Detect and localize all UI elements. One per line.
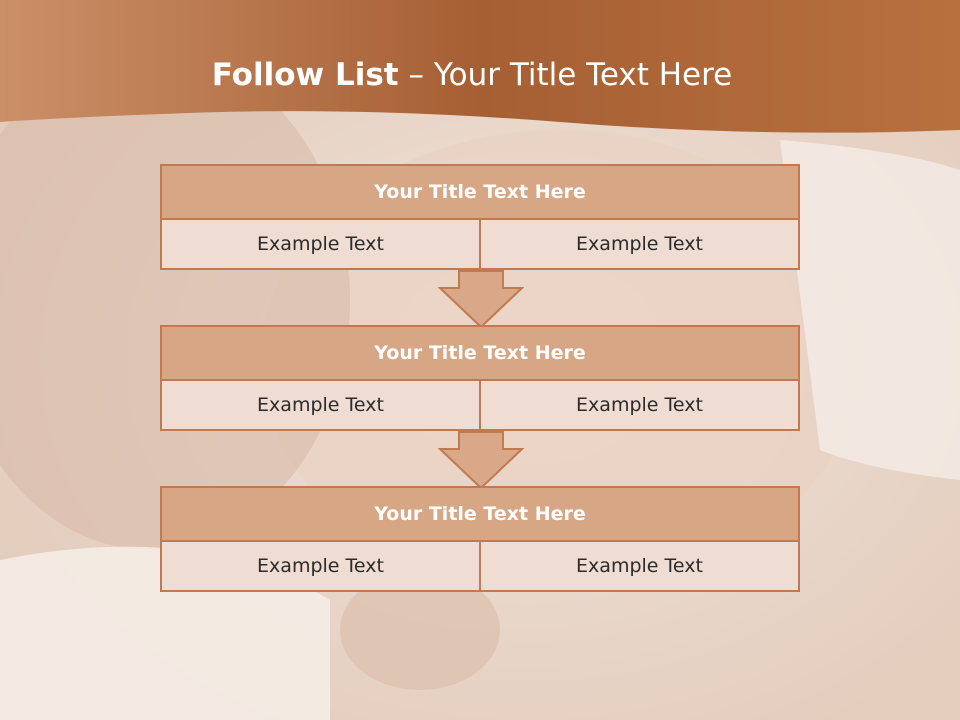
step-title: Your Title Text Here (160, 486, 800, 542)
down-arrow-icon (438, 270, 524, 328)
step-row: Example Text Example Text (160, 220, 800, 270)
step-left-text: Example Text (162, 542, 479, 590)
step-left-text: Example Text (162, 381, 479, 429)
step-right-text: Example Text (479, 381, 798, 429)
step-right-text: Example Text (479, 220, 798, 268)
step-row: Example Text Example Text (160, 542, 800, 592)
slide-title: Follow List – Your Title Text Here (0, 52, 944, 98)
step-block-1: Your Title Text Here Example Text Exampl… (160, 164, 800, 270)
slide-title-bold: Follow List (211, 57, 399, 93)
photo-towel-right-shape (780, 140, 960, 480)
down-arrow-icon (438, 431, 524, 489)
step-left-text: Example Text (162, 220, 479, 268)
step-row: Example Text Example Text (160, 381, 800, 431)
step-block-3: Your Title Text Here Example Text Exampl… (160, 486, 800, 592)
slide-title-rest: – Your Title Text Here (398, 57, 733, 93)
step-title: Your Title Text Here (160, 164, 800, 220)
step-block-2: Your Title Text Here Example Text Exampl… (160, 325, 800, 431)
photo-ear-shape (340, 570, 500, 690)
step-title: Your Title Text Here (160, 325, 800, 381)
step-right-text: Example Text (479, 542, 798, 590)
title-banner (0, 0, 960, 133)
